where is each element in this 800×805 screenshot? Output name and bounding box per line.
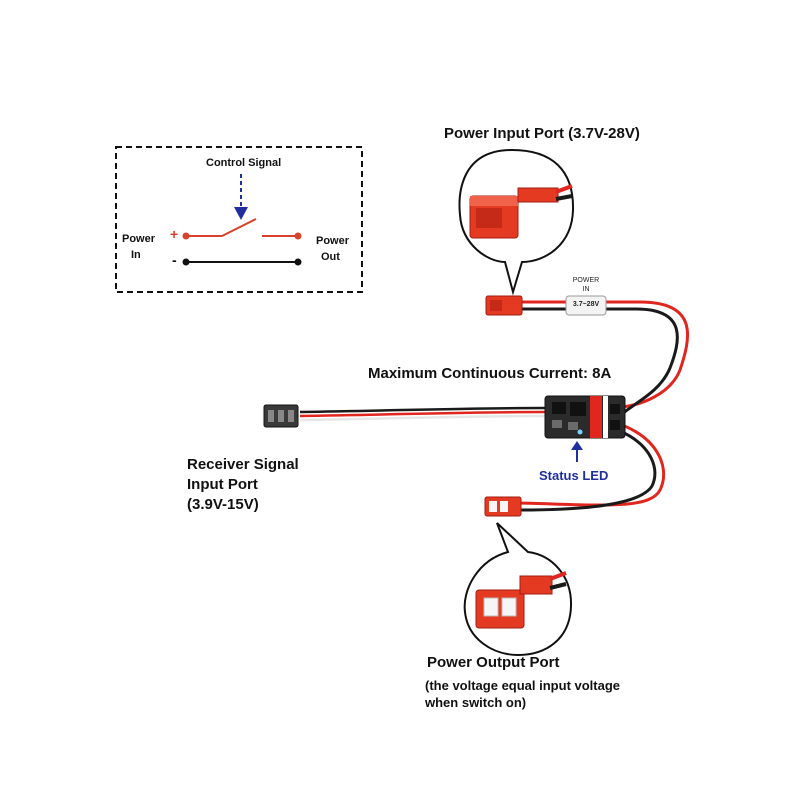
output-wire-red (519, 423, 666, 507)
receiver-label-line3: (3.9V-15V) (187, 496, 259, 513)
power-output-port-label: Power Output Port (427, 654, 560, 671)
module-chip-1 (552, 402, 566, 414)
module-chip-4 (610, 420, 620, 430)
output-jst-pin-1 (489, 501, 497, 512)
power-input-port-label: Power Input Port (3.7V-28V) (444, 125, 640, 142)
module-component-1 (552, 420, 562, 428)
schematic-dashed-border (115, 146, 363, 293)
max-current-label: Maximum Continuous Current: 8A (368, 365, 612, 382)
output-note-line2: when switch on) (425, 695, 527, 710)
output-jst-connector (484, 496, 522, 517)
module-component-2 (568, 422, 578, 430)
output-connector-zoom-back (519, 575, 553, 595)
input-jst-connector (485, 295, 523, 316)
status-led-arrowhead (571, 441, 583, 450)
receiver-label-line2: Input Port (187, 476, 258, 493)
input-connector-zoom-highlight (470, 196, 518, 206)
output-wire-black (519, 430, 657, 512)
input-zoom-red-wire (555, 184, 573, 194)
module-chip-2 (570, 402, 586, 416)
heatshrink-sleeve (565, 295, 607, 316)
callout-bubble-bottom (463, 522, 573, 657)
servo-wire-white (299, 414, 546, 422)
wiring (299, 300, 689, 512)
receiver-label-line1: Receiver Signal (187, 456, 299, 473)
control-signal-label: Control Signal (206, 157, 282, 169)
output-pin-right (501, 597, 517, 617)
power-in-label-line1: Power (122, 233, 156, 245)
input-wire-black (520, 307, 679, 416)
module-red-band (590, 396, 602, 438)
servo-wire-black (299, 406, 546, 414)
servo-connector (263, 404, 299, 428)
servo-pin-2 (278, 410, 284, 422)
input-jst-socket (490, 300, 502, 311)
power-input-callout (458, 148, 575, 296)
power-output-callout (463, 522, 573, 657)
heatshrink-tag-line1: POWER (572, 277, 600, 284)
control-signal-arrowhead (234, 207, 248, 220)
input-connector-zoom-socket (476, 208, 502, 228)
heatshrink-tag-line3: 3.7~28V (572, 301, 600, 308)
power-out-label-line2: Out (321, 251, 340, 263)
plus-terminal-right (294, 232, 302, 240)
status-led-label: Status LED (539, 468, 609, 483)
output-zoom-black-wire (549, 582, 567, 590)
input-wire-red (520, 300, 689, 409)
power-out-label-line1: Power (316, 235, 350, 247)
output-pin-left (483, 597, 499, 617)
switch-lever (221, 218, 257, 237)
input-zoom-black-wire (555, 194, 573, 201)
switch-module (544, 395, 626, 439)
servo-pin-3 (288, 410, 294, 422)
output-jst-pin-2 (500, 501, 508, 512)
heatshrink-tag-line2: IN (582, 286, 590, 293)
input-connector-zoom-back (517, 187, 559, 203)
minus-sign-label: - (172, 252, 177, 268)
power-in-label-line2: In (131, 249, 141, 261)
minus-terminal-right (294, 258, 302, 266)
switch-schematic (115, 146, 363, 293)
output-connector-zoom (475, 589, 525, 629)
status-led (577, 429, 583, 435)
module-chip-3 (610, 404, 620, 414)
servo-wire-red (299, 410, 546, 418)
plus-sign-label: + (170, 226, 179, 242)
output-note-line1: (the voltage equal input voltage (425, 678, 621, 693)
module-white-band (603, 396, 608, 438)
output-zoom-red-wire (549, 571, 567, 581)
servo-pin-1 (268, 410, 274, 422)
